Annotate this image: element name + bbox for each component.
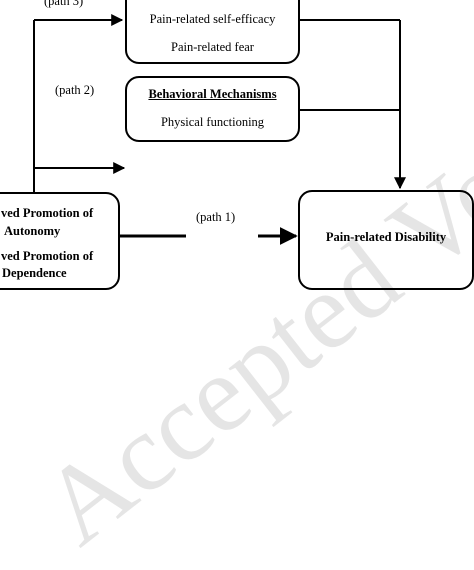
behavioral-mechanisms-title: Behavioral Mechanisms: [148, 87, 277, 101]
cognitive-item-self-efficacy: Pain-related self-efficacy: [149, 12, 276, 26]
predictor-line-3: ved Promotion of: [1, 249, 94, 263]
connectors: [33, 14, 406, 245]
predictor-line-2: Autonomy: [4, 224, 61, 238]
path3-label: (path 3): [44, 0, 84, 8]
predictor-box: ved Promotion of Autonomy ved Promotion …: [0, 192, 120, 290]
outcome-box: Pain-related Disability: [298, 190, 474, 290]
path2-label: (path 2): [55, 83, 95, 97]
predictor-line-1: ved Promotion of: [1, 206, 94, 220]
predictor-line-4: Dependence: [2, 266, 67, 280]
cognitive-mechanisms-box: Pain-related self-efficacy Pain-related …: [125, 0, 300, 64]
outcome-title: Pain-related Disability: [325, 230, 447, 244]
behavioral-mechanisms-box: Behavioral Mechanisms Physical functioni…: [125, 76, 300, 142]
cognitive-item-fear: Pain-related fear: [171, 40, 254, 54]
behavioral-item-physical-functioning: Physical functioning: [160, 115, 265, 129]
path1-label: (path 1): [196, 210, 236, 224]
